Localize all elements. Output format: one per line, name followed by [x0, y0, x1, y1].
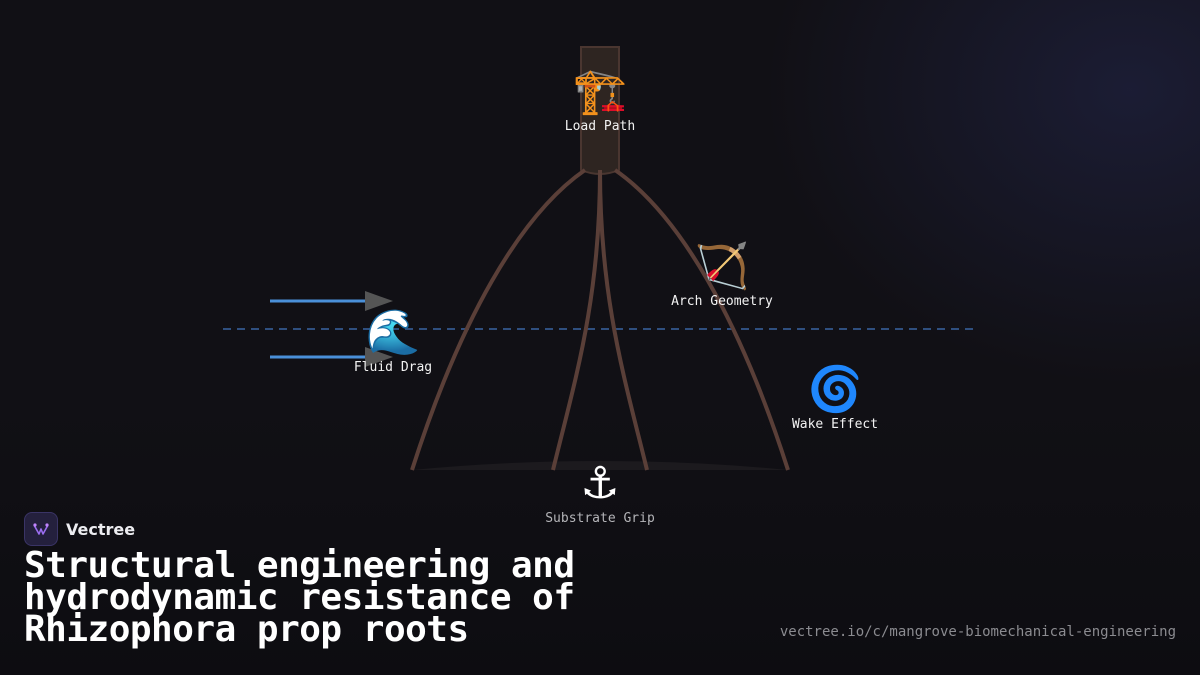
substrate-mound: [412, 461, 788, 470]
node-label: Substrate Grip: [545, 511, 655, 526]
node-label: Fluid Drag: [353, 360, 433, 375]
flow-arrow-upper-head: [365, 291, 393, 311]
brand[interactable]: Vectree: [24, 512, 135, 546]
node-load-path: 🏗️ Load Path: [565, 68, 635, 136]
prop-root-outer-right: [613, 168, 790, 471]
cyclone-icon: 🌀: [807, 364, 863, 415]
bow-and-arrow-icon: 🏹: [694, 241, 750, 292]
node-wake-effect: 🌀 Wake Effect: [792, 366, 878, 434]
node-substrate-grip: ⚓ Substrate Grip: [545, 460, 655, 528]
prop-root-outer-left: [410, 168, 587, 471]
vectree-logo-icon: [24, 512, 58, 546]
node-label: Wake Effect: [791, 417, 879, 432]
node-fluid-drag: 🌊 Fluid Drag: [354, 309, 432, 377]
prop-root-inner-left: [551, 169, 602, 471]
page-title: Structural engineering and hydrodynamic …: [24, 545, 575, 650]
node-label: Arch Geometry: [671, 294, 773, 309]
construction-crane-icon: 🏗️: [572, 66, 628, 117]
prop-root-inner-right: [598, 169, 649, 471]
node-arch-geometry: 🏹 Arch Geometry: [671, 243, 773, 311]
anchor-icon: ⚓: [580, 458, 620, 509]
flow-arrow-lower-head: [365, 347, 393, 367]
node-label: Load Path: [564, 119, 636, 134]
water-wave-icon: 🌊: [365, 307, 421, 358]
brand-name: Vectree: [66, 519, 136, 539]
page-url[interactable]: vectree.io/c/mangrove-biomechanical-engi…: [779, 624, 1176, 640]
